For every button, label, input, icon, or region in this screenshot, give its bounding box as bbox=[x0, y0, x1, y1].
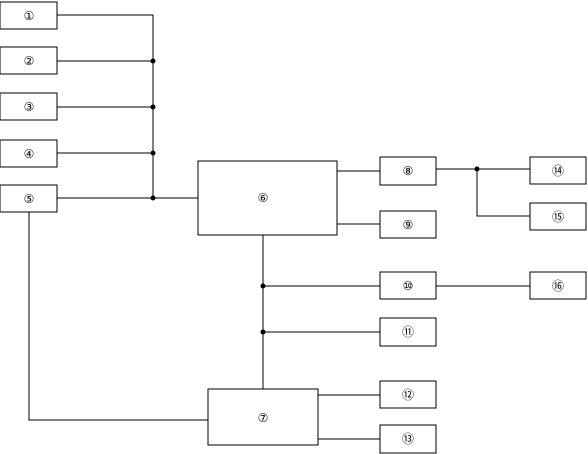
node-label-13: ⑬ bbox=[402, 432, 414, 446]
wire-8-15 bbox=[476, 169, 530, 217]
node-label-2: ② bbox=[24, 54, 35, 68]
node-box-11: ⑪ bbox=[379, 317, 437, 347]
node-label-8: ⑧ bbox=[403, 164, 414, 178]
junction-dot bbox=[260, 283, 266, 289]
node-label-14: ⑭ bbox=[552, 164, 564, 178]
node-box-3: ③ bbox=[0, 92, 58, 121]
connection-lines bbox=[28, 14, 530, 440]
junction-dot bbox=[150, 104, 156, 110]
node-label-9: ⑨ bbox=[403, 218, 414, 232]
junction-dot bbox=[150, 195, 156, 201]
node-label-7: ⑦ bbox=[258, 411, 269, 425]
node-box-12: ⑫ bbox=[379, 380, 437, 409]
node-label-3: ③ bbox=[24, 100, 35, 114]
node-box-8: ⑧ bbox=[379, 156, 437, 186]
node-box-6: ⑥ bbox=[197, 160, 338, 236]
node-box-5: ⑤ bbox=[0, 184, 58, 213]
node-label-1: ① bbox=[24, 9, 35, 23]
junction-dot bbox=[150, 150, 156, 156]
node-box-16: ⑯ bbox=[529, 271, 587, 300]
node-box-10: ⑩ bbox=[379, 271, 437, 300]
node-box-4: ④ bbox=[0, 139, 58, 168]
wire-5-7 bbox=[28, 212, 208, 421]
node-label-10: ⑩ bbox=[403, 279, 414, 293]
junction-dot bbox=[150, 58, 156, 64]
node-box-7: ⑦ bbox=[207, 388, 319, 446]
node-box-13: ⑬ bbox=[379, 424, 437, 454]
junction-dots bbox=[150, 58, 480, 335]
node-box-14: ⑭ bbox=[529, 156, 587, 185]
node-label-12: ⑫ bbox=[402, 388, 414, 402]
node-label-6: ⑥ bbox=[258, 191, 269, 205]
node-label-11: ⑪ bbox=[402, 325, 414, 339]
node-label-15: ⑮ bbox=[552, 210, 564, 224]
node-box-2: ② bbox=[0, 46, 58, 75]
junction-dot bbox=[260, 329, 266, 335]
node-label-5: ⑤ bbox=[24, 192, 35, 206]
node-box-15: ⑮ bbox=[529, 202, 587, 231]
node-label-16: ⑯ bbox=[552, 279, 564, 293]
node-box-9: ⑨ bbox=[379, 210, 437, 239]
wire-1-bus bbox=[57, 14, 154, 198]
node-box-1: ① bbox=[0, 1, 58, 30]
node-label-4: ④ bbox=[24, 147, 35, 161]
junction-dot bbox=[474, 166, 480, 172]
